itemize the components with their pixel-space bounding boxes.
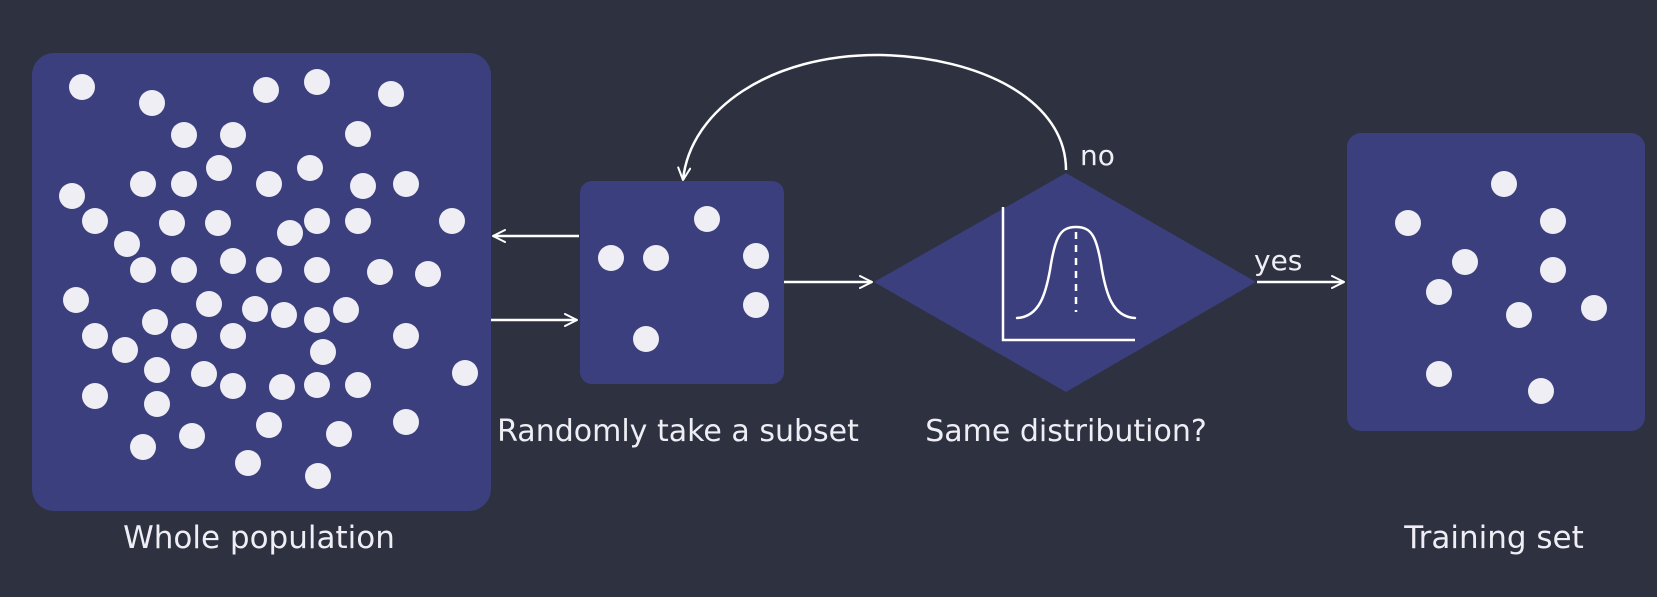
decision-diamond bbox=[874, 173, 1256, 392]
population-dot bbox=[82, 323, 108, 349]
population-dot bbox=[393, 409, 419, 435]
population-dot bbox=[367, 259, 393, 285]
population-dot bbox=[345, 372, 371, 398]
population-dot bbox=[452, 360, 478, 386]
population-dot bbox=[304, 208, 330, 234]
population-dot bbox=[277, 220, 303, 246]
population-dot bbox=[253, 77, 279, 103]
subset-dot bbox=[743, 243, 769, 269]
decision-label: Same distribution? bbox=[925, 414, 1207, 449]
population-dot bbox=[144, 357, 170, 383]
population-dot bbox=[130, 171, 156, 197]
population-dot bbox=[171, 257, 197, 283]
training-dot bbox=[1452, 249, 1478, 275]
population-dot bbox=[171, 171, 197, 197]
population-dot bbox=[415, 261, 441, 287]
population-dot bbox=[378, 81, 404, 107]
population-dot bbox=[59, 183, 85, 209]
population-dot bbox=[345, 208, 371, 234]
subset-group: Randomly take a subset bbox=[497, 181, 859, 449]
population-dot bbox=[256, 412, 282, 438]
population-dot bbox=[304, 69, 330, 95]
training-dot bbox=[1395, 210, 1421, 236]
population-dot bbox=[220, 373, 246, 399]
population-dot bbox=[196, 291, 222, 317]
subset-label: Randomly take a subset bbox=[497, 414, 859, 449]
population-dot bbox=[345, 121, 371, 147]
population-group: Whole population bbox=[32, 53, 491, 556]
population-dot bbox=[114, 231, 140, 257]
population-dot bbox=[242, 296, 268, 322]
population-dot bbox=[350, 173, 376, 199]
population-dot bbox=[82, 383, 108, 409]
population-label: Whole population bbox=[123, 520, 395, 556]
population-dot bbox=[63, 287, 89, 313]
decision-group: Same distribution? bbox=[874, 173, 1256, 449]
training-group: Training set bbox=[1347, 133, 1645, 556]
population-dot bbox=[305, 463, 331, 489]
population-dot bbox=[69, 74, 95, 100]
population-dot bbox=[310, 339, 336, 365]
population-dot bbox=[82, 208, 108, 234]
population-dot bbox=[159, 210, 185, 236]
training-dot bbox=[1491, 171, 1517, 197]
subset-dot bbox=[743, 292, 769, 318]
no-label: no bbox=[1080, 139, 1115, 172]
training-dot bbox=[1581, 295, 1607, 321]
subset-dot bbox=[643, 245, 669, 271]
population-dot bbox=[139, 90, 165, 116]
subset-dots bbox=[598, 206, 769, 352]
population-dot bbox=[326, 421, 352, 447]
population-dot bbox=[304, 307, 330, 333]
no-loop-arrow bbox=[677, 53, 1068, 181]
population-dot bbox=[393, 323, 419, 349]
population-dot bbox=[179, 423, 205, 449]
training-panel bbox=[1347, 133, 1645, 431]
bell-curve-icon bbox=[1001, 207, 1137, 342]
population-dot bbox=[130, 434, 156, 460]
population-dot bbox=[130, 257, 156, 283]
population-dot bbox=[439, 208, 465, 234]
population-dot bbox=[256, 171, 282, 197]
subset-dot bbox=[598, 245, 624, 271]
training-dot bbox=[1506, 302, 1532, 328]
population-dot bbox=[191, 361, 217, 387]
population-dot bbox=[333, 297, 359, 323]
population-dot bbox=[297, 155, 323, 181]
training-dot bbox=[1528, 378, 1554, 404]
training-dot bbox=[1540, 257, 1566, 283]
population-dot bbox=[142, 309, 168, 335]
population-dot bbox=[235, 450, 261, 476]
population-dot bbox=[304, 372, 330, 398]
population-dot bbox=[144, 391, 170, 417]
population-dot bbox=[171, 122, 197, 148]
population-dot bbox=[256, 257, 282, 283]
population-dot bbox=[220, 248, 246, 274]
population-dot bbox=[220, 323, 246, 349]
training-dot bbox=[1540, 208, 1566, 234]
population-dot bbox=[220, 122, 246, 148]
population-dot bbox=[206, 155, 232, 181]
yes-label: yes bbox=[1254, 244, 1302, 277]
subset-dot bbox=[694, 206, 720, 232]
population-dot bbox=[271, 302, 297, 328]
population-dot bbox=[205, 210, 231, 236]
population-dot bbox=[269, 374, 295, 400]
population-dots bbox=[59, 69, 478, 489]
training-dot bbox=[1426, 361, 1452, 387]
population-dot bbox=[112, 337, 138, 363]
subset-dot bbox=[633, 326, 659, 352]
training-label: Training set bbox=[1403, 520, 1584, 556]
training-dots bbox=[1395, 171, 1607, 404]
population-dot bbox=[393, 171, 419, 197]
population-dot bbox=[304, 257, 330, 283]
subset-panel bbox=[580, 181, 784, 384]
training-dot bbox=[1426, 279, 1452, 305]
population-dot bbox=[171, 323, 197, 349]
